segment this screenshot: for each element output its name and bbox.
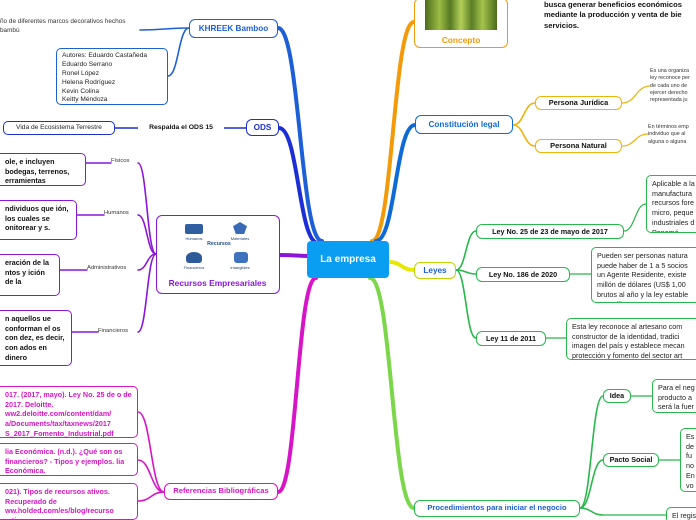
ley-25-2017-text: Aplicable a la manufactura recursos fore… <box>646 175 696 233</box>
khreek-bamboo-topic[interactable]: KHREEK Bamboo <box>189 19 278 38</box>
fisicos-card: ole, e incluyen bodegas, terrenos, erram… <box>0 153 86 186</box>
connector <box>167 27 190 77</box>
materials-icon <box>233 222 247 234</box>
icon-caption: Financieros <box>183 265 205 270</box>
ley-186-2020[interactable]: Ley No. 186 de 2020 <box>476 267 570 282</box>
persona-juridica[interactable]: Persona Jurídica <box>535 96 622 110</box>
icon-caption: Intangibles <box>230 265 250 270</box>
label-administrativos: Administrativos <box>87 265 127 271</box>
connector <box>455 269 477 339</box>
people-icon <box>185 224 203 234</box>
bamboo-image <box>425 0 497 30</box>
connector <box>370 20 416 243</box>
connector <box>387 260 416 272</box>
ley-11-2011[interactable]: Ley 11 de 2011 <box>476 331 546 346</box>
recursos-image: Humanos Materiales Recursos Financieros … <box>181 220 257 276</box>
concepto-label: Concepto <box>441 35 481 45</box>
connector <box>139 27 190 31</box>
administrativos-card: eración de la ntos y ición de la <box>0 254 60 296</box>
procedimientos-topic[interactable]: Procedimientos para iniciar el negocio <box>414 500 580 517</box>
label-humanos: Humanos <box>104 210 129 216</box>
ods-topic[interactable]: ODS <box>246 119 279 136</box>
connector <box>137 459 165 493</box>
central-topic[interactable]: La empresa <box>307 241 389 278</box>
connector <box>276 26 324 243</box>
persona-natural[interactable]: Persona Natural <box>535 139 622 153</box>
bamboo-description: ño de diferentes marcos decorativos hech… <box>0 18 126 34</box>
ods-15-subtopic[interactable]: Respalda el ODS 15 <box>138 123 224 133</box>
connector <box>623 203 647 232</box>
connector <box>579 395 604 509</box>
connector <box>277 126 320 245</box>
image-title: Recursos <box>207 241 231 247</box>
pacto-social-text: Es de fu no En vo pa <box>680 428 696 492</box>
idea-text: Para el neg producto a será la fuer <box>652 379 696 413</box>
connector <box>137 491 165 502</box>
concepto-topic[interactable]: Concepto <box>414 0 508 48</box>
connector <box>455 269 477 275</box>
authors-card: Autores: Eduardo Castañeda Eduardo Serra… <box>56 48 168 105</box>
connector <box>276 276 318 494</box>
icon-caption: Materiales <box>230 236 250 241</box>
label-fisicos: Físicos <box>111 158 130 164</box>
pacto-social-node[interactable]: Pacto Social <box>603 453 659 467</box>
referencias-topic[interactable]: Referencias Bibliográficas <box>164 483 278 500</box>
connector <box>368 276 416 510</box>
reference-1: 017. (2017, mayo). Ley No. 25 de o de 20… <box>0 386 138 438</box>
financieros-card: n aquellos ue conforman el os con dez, e… <box>0 310 72 366</box>
ley-186-2020-text: Pueden ser personas natura puede haber d… <box>591 247 696 303</box>
registro-text: El regis <box>666 507 696 520</box>
ley-11-2011-text: Esta ley reconoce al artesano com constr… <box>566 318 696 360</box>
connector <box>137 411 165 493</box>
connector <box>512 124 536 147</box>
coins-icon <box>186 252 202 263</box>
persona-natural-text: En términos emp individuo que al alguna … <box>648 124 689 145</box>
icon-caption: Humanos <box>185 236 203 241</box>
connector <box>621 133 649 147</box>
idea-node[interactable]: Idea <box>603 389 631 403</box>
connector <box>137 253 157 333</box>
connector <box>621 85 651 104</box>
reference-3: 021). Tipos de recursos ativos. Recupera… <box>0 483 138 520</box>
connector <box>512 102 536 126</box>
connector <box>137 162 157 255</box>
connector <box>374 123 417 243</box>
intangible-icon <box>234 252 248 263</box>
constitucion-legal-topic[interactable]: Constitución legal <box>415 115 513 134</box>
reference-2: lia Económica. (n.d.). ¿Qué son os finan… <box>0 443 138 476</box>
ley-25-2017[interactable]: Ley No. 25 de 23 de mayo de 2017 <box>476 224 624 239</box>
recursos-empresariales-topic[interactable]: Humanos Materiales Recursos Financieros … <box>156 215 280 294</box>
label-financieros: Financieros <box>98 328 128 334</box>
humanos-card: ndividuos que ión, los cuales se onitore… <box>0 200 77 240</box>
ods-leaf: Vida de Ecosistema Terrestre <box>3 121 115 135</box>
persona-juridica-text: Es una organiza ley reconoce per de cada… <box>650 68 690 104</box>
concepto-definition: busca generar beneficios económicos medi… <box>544 0 683 30</box>
connector <box>455 230 477 271</box>
recursos-title: Recursos Empresariales <box>168 278 267 288</box>
connector <box>579 459 604 509</box>
leyes-topic[interactable]: Leyes <box>414 262 456 279</box>
connector <box>137 214 157 255</box>
connector <box>579 507 604 516</box>
